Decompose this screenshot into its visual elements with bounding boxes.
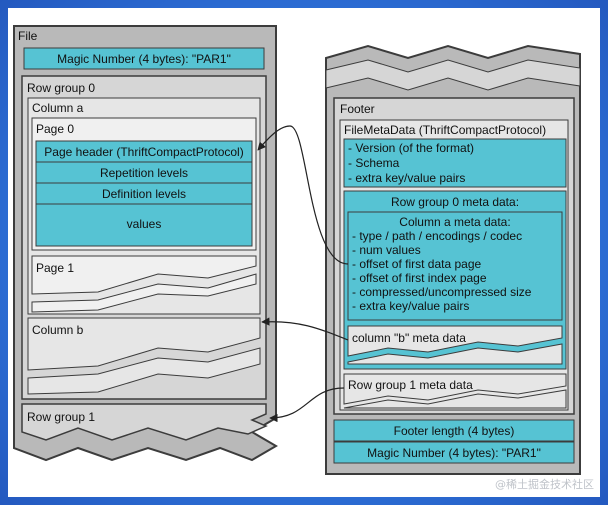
arrow-column-b-meta-to-column-b [261,317,349,341]
row-group-1-meta-title: Row group 1 meta data [348,378,473,392]
column-b-meta-torn-edge [347,343,563,365]
file-title: File [18,29,38,43]
file-meta-item-schema: - Schema [348,156,400,170]
values-block [35,203,253,247]
connector-arrows [257,125,349,423]
arrow-data-page-to-page-0 [257,125,349,265]
column-a-meta-item-type: - type / path / encodings / codec [352,229,522,243]
footer-title: Footer [340,102,375,116]
file-meta-summary [343,138,567,188]
file-meta-item-version: - Version (of the format) [348,141,474,155]
arrow-row-group-1-meta-to-row-group-1 [269,387,345,423]
page-0-title: Page 0 [36,122,74,136]
column-a-meta-item-size: - compressed/uncompressed size [352,285,532,299]
column-a-meta-title: Column a meta data: [399,215,510,229]
row-group-1 [21,403,268,441]
parquet-format-diagram: File Magic Number (4 bytes): "PAR1" Row … [13,25,594,491]
footer-length [333,419,575,442]
column-a-meta-item-extra: - extra key/value pairs [352,299,469,313]
file-magic-number [23,47,265,70]
diagram-canvas: File Magic Number (4 bytes): "PAR1" Row … [8,8,600,497]
watermark: @稀土掘金技术社区 [495,477,594,491]
file-meta-data-title: FileMetaData (ThriftCompactProtocol) [344,123,546,137]
column-a-meta-item-data-page: - offset of first data page [352,257,482,271]
definition-levels-label: Definition levels [102,187,186,201]
column-b-torn-edge [27,347,261,395]
file-block: File Magic Number (4 bytes): "PAR1" Row … [13,25,278,462]
row-group-1-meta [343,373,567,405]
footer-length-label: Footer length (4 bytes) [394,424,515,438]
page-1-torn-edge [31,273,257,313]
column-a-meta [347,211,563,321]
footer-torn-top-edge [325,59,581,91]
column-b-title: Column b [32,323,84,337]
column-a-meta-item-num-values: - num values [352,243,421,257]
footer-magic-number-label: Magic Number (4 bytes): "PAR1" [367,446,541,460]
repetition-levels-label: Repetition levels [100,166,188,180]
column-b-meta-title: column "b" meta data [352,331,466,345]
page-1-title: Page 1 [36,261,74,275]
values-label: values [127,217,162,231]
file-magic-number-label: Magic Number (4 bytes): "PAR1" [57,52,231,66]
footer-block: Footer FileMetaData (ThriftCompactProtoc… [325,44,581,475]
row-group-1-title: Row group 1 [27,410,95,424]
page-1 [31,255,257,295]
footer-magic-number [333,441,575,464]
file-meta-item-extra: - extra key/value pairs [348,171,465,185]
row-group-1-meta-torn-edge [343,389,567,409]
column-a-meta-item-index-page: - offset of first index page [352,271,487,285]
column-b [27,317,261,371]
column-b-meta [347,325,563,357]
page-header-label: Page header (ThriftCompactProtocol) [44,145,243,159]
row-group-0-meta-title: Row group 0 meta data: [391,195,519,209]
column-a-title: Column a [32,101,84,115]
row-group-0-title: Row group 0 [27,81,95,95]
